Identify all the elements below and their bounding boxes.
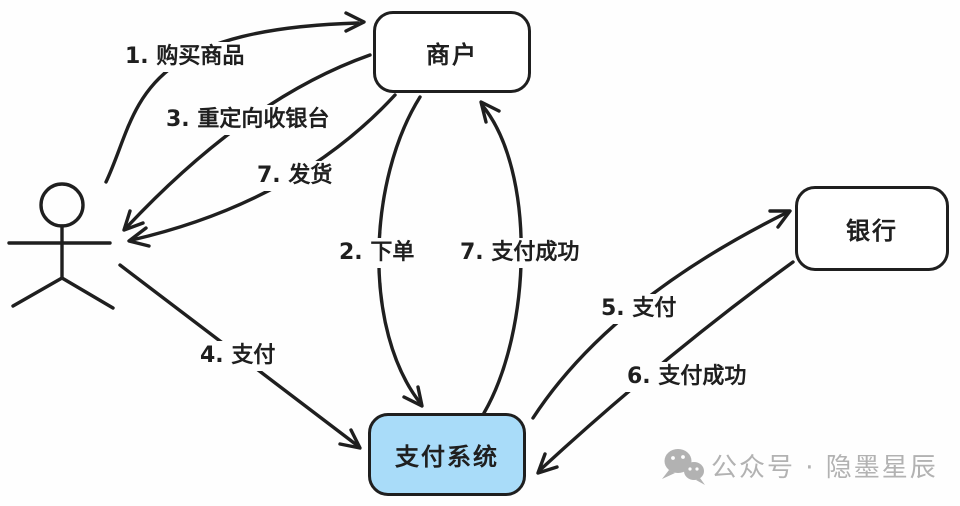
user-actor-icon <box>7 182 115 310</box>
edge-label-7-ship-goods: 7. 发货 <box>254 161 336 191</box>
edge-label-7-pay-success-merchant: 7. 支付成功 <box>457 238 583 268</box>
arrowhead-icon <box>768 209 792 229</box>
arrowhead-icon <box>338 428 362 450</box>
edge-label-2-place-order: 2. 下单 <box>336 238 418 268</box>
arrowhead-icon <box>402 385 424 408</box>
node-merchant-label: 商户 <box>426 40 478 69</box>
node-payment-system: 支付系统 <box>368 413 526 496</box>
watermark-text: 公众号 · 隐墨星辰 <box>711 453 938 483</box>
node-payment-system-label: 支付系统 <box>395 443 499 471</box>
arrow-3-redirect-cashier <box>122 53 372 232</box>
edge-label-6-pay-success-bank: 6. 支付成功 <box>624 362 750 392</box>
edge-label-5-pay-bank: 5. 支付 <box>598 294 680 324</box>
node-merchant: 商户 <box>373 11 531 93</box>
wechat-icon <box>662 449 705 485</box>
arrowhead-icon <box>479 100 501 124</box>
node-bank: 银行 <box>795 186 949 271</box>
arrowhead-icon <box>122 209 145 232</box>
edge-label-1-buy-goods: 1. 购买商品 <box>122 42 248 72</box>
edge-label-4-pay: 4. 支付 <box>197 341 279 371</box>
arrowhead-icon <box>127 226 151 248</box>
arrowhead-icon <box>344 11 366 33</box>
arrowhead-icon <box>536 452 559 475</box>
arrow-6-pay-success-bank <box>536 260 795 475</box>
node-bank-label: 银行 <box>846 217 898 245</box>
edge-label-3-redirect-cashier: 3. 重定向收银台 <box>163 105 333 135</box>
arrow-1-buy-goods <box>104 11 366 184</box>
